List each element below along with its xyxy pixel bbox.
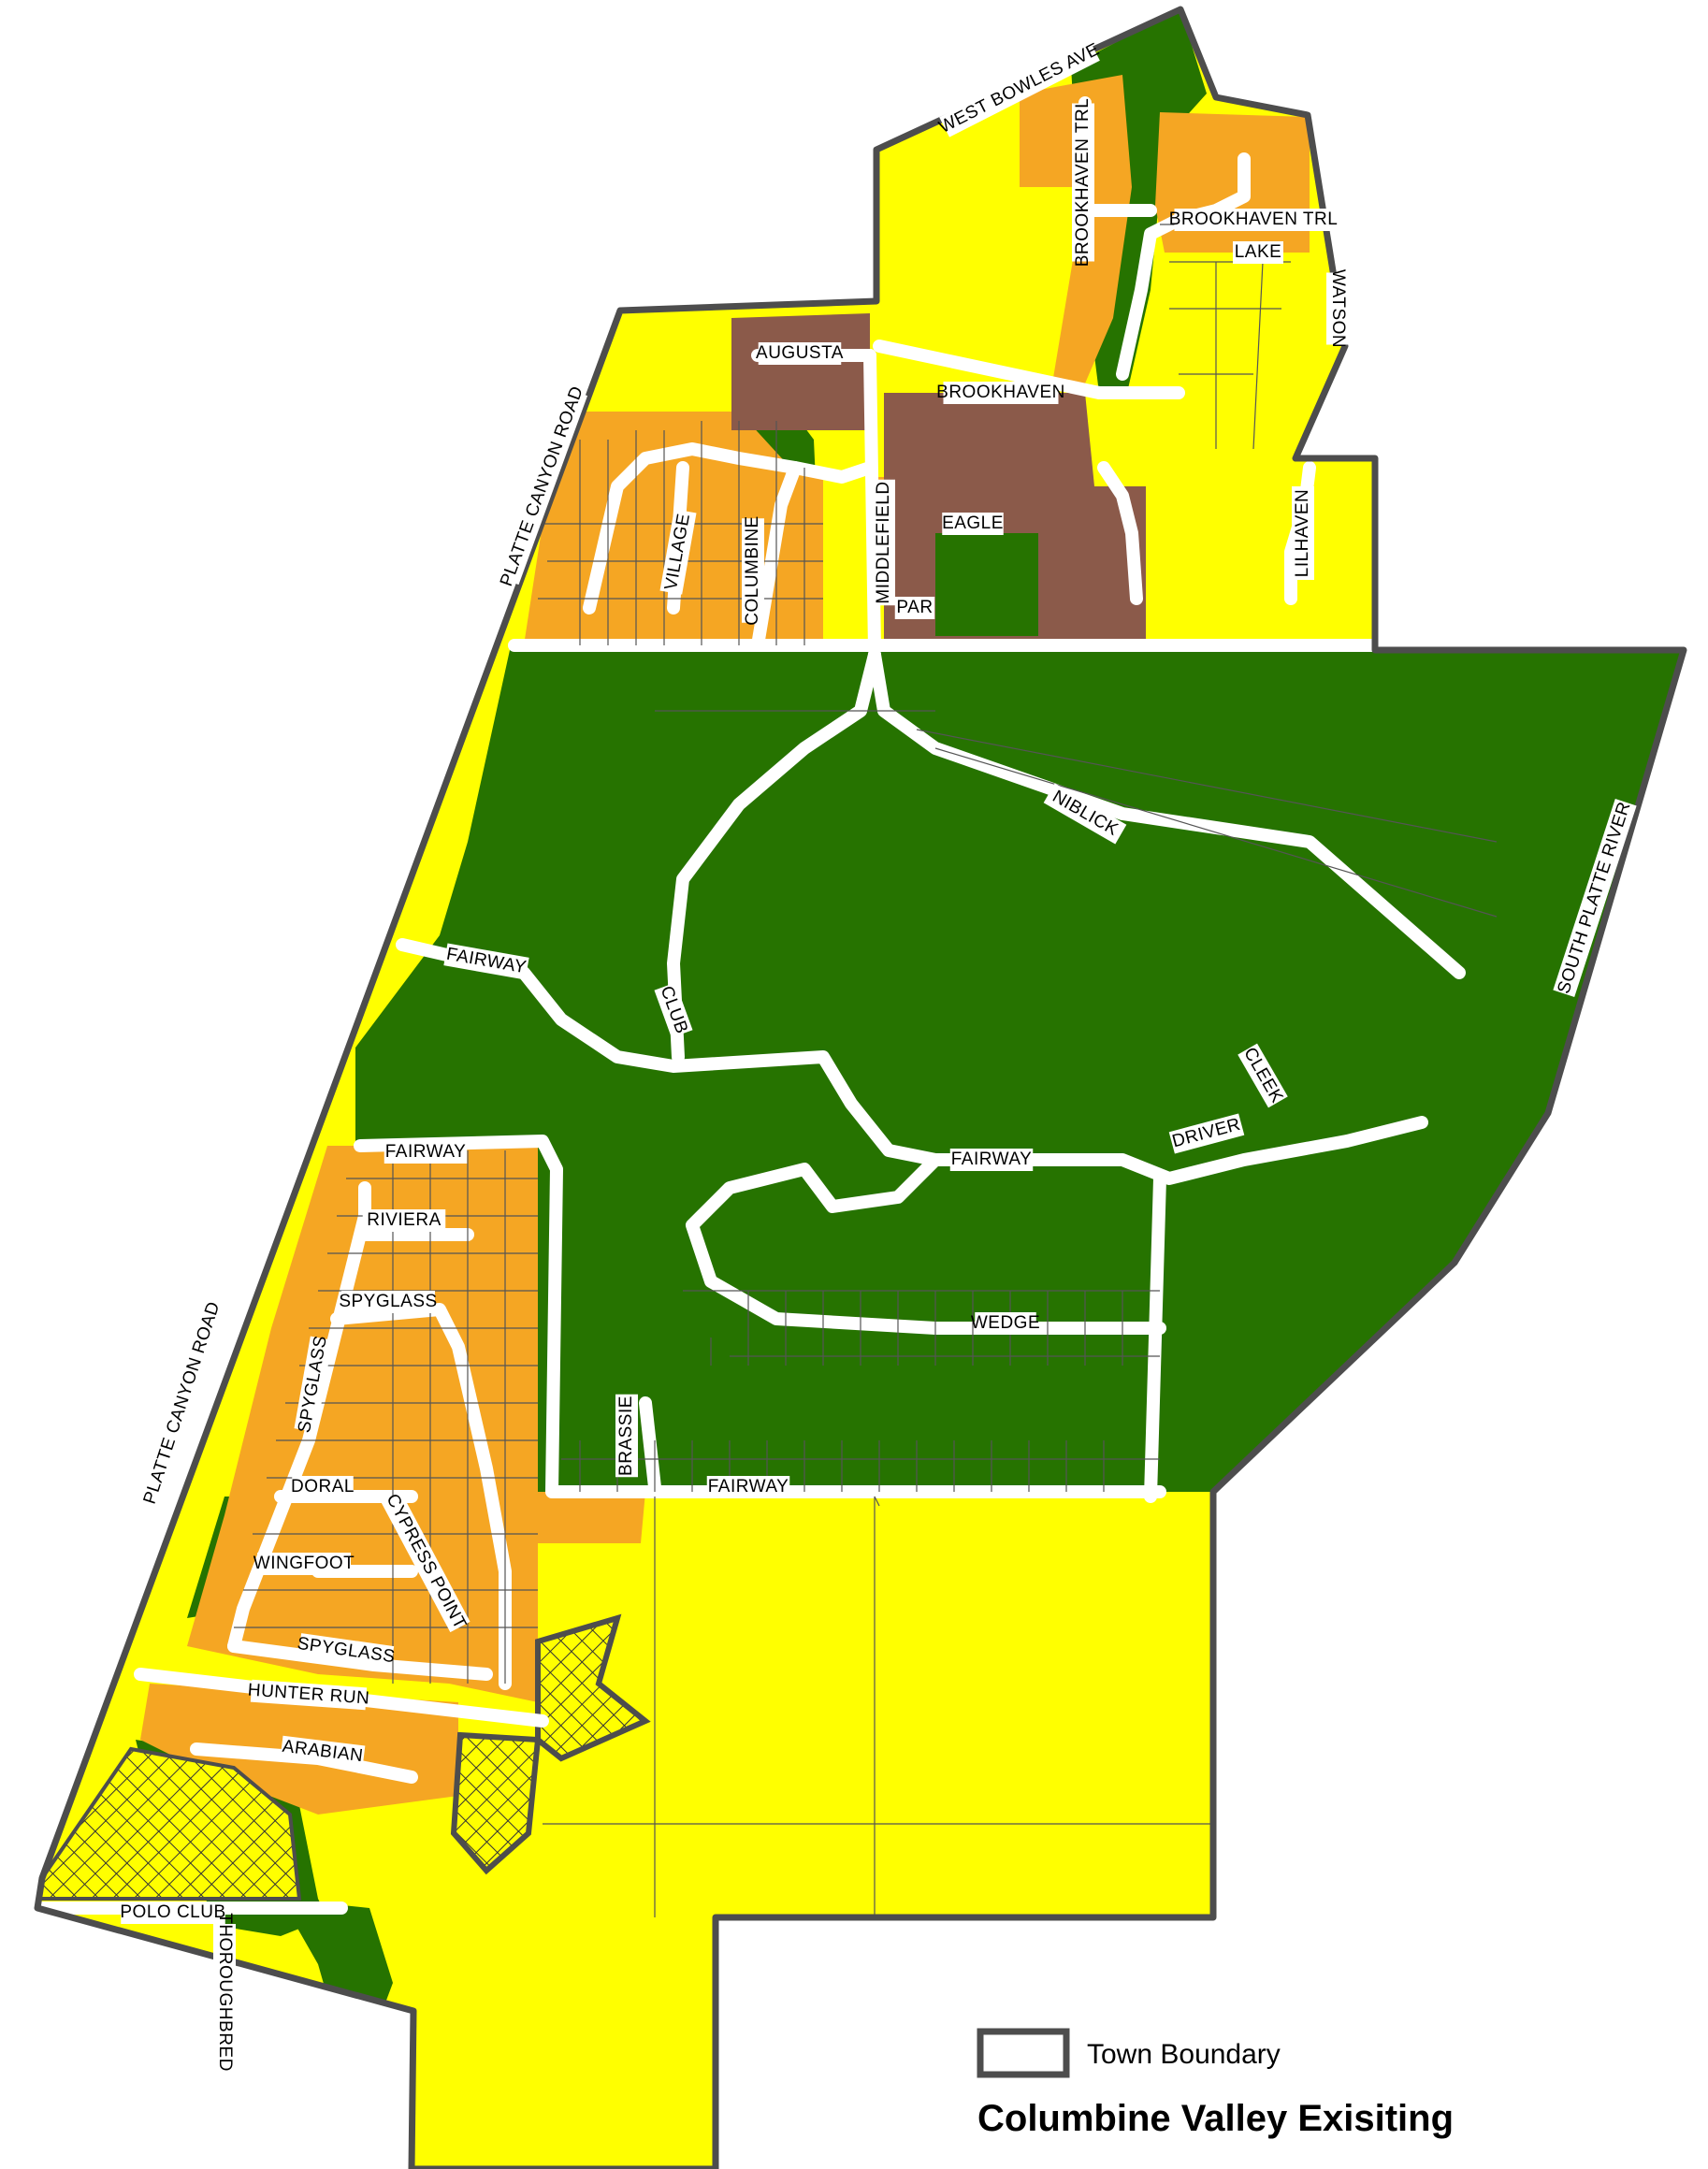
street-label-background (873, 479, 895, 606)
street-label-wingfoot: WINGFOOT (253, 1553, 355, 1575)
street-label-background (250, 1679, 368, 1711)
street-label-background (742, 518, 764, 623)
street-label-background (943, 382, 1059, 404)
street-label-background (1174, 209, 1333, 231)
street-label-text: FAIRWAY (385, 1142, 467, 1162)
street-label-background (140, 1304, 224, 1502)
street-label-text: EAGLE (942, 513, 1004, 533)
street-label-thoroughbred: THOROUGHBRED (213, 1913, 236, 2072)
street-label-text: LILHAVEN (1293, 489, 1312, 577)
street-label-text: BRASSIE (616, 1395, 636, 1476)
open-space-par (935, 533, 1038, 636)
hatched-area-center (450, 1731, 542, 1875)
street-label-brookhaven: BROOKHAVEN (936, 382, 1065, 404)
street-label-text: WINGFOOT (253, 1554, 355, 1573)
street-label-brookhaven-trl-1: BROOKHAVEN TRL (1072, 98, 1094, 268)
street-label-background (121, 1901, 225, 1924)
street-label-columbine: COLUMBINE (742, 515, 764, 626)
street-label-text: BROOKHAVEN TRL (1169, 210, 1339, 229)
street-label-wedge: WEDGE (971, 1312, 1040, 1335)
street-label-background (939, 40, 1100, 137)
street-label-text: PAR (896, 598, 933, 617)
street-label-text: AUGUSTA (756, 343, 844, 363)
street-label-background (659, 509, 697, 595)
street-label-augusta: AUGUSTA (756, 342, 844, 365)
residential-brookhaven-east (1155, 112, 1310, 253)
street-label-background (942, 513, 1004, 535)
street-label-background (1326, 272, 1349, 345)
street-label-background (654, 982, 693, 1038)
street-label-text: MIDDLEFIELD (874, 481, 893, 603)
town-boundary (34, 6, 1687, 2169)
street-label-background (706, 1476, 790, 1498)
street-label-text: THOROUGHBRED (215, 1913, 235, 2072)
street-label-text: LAKE (1235, 242, 1282, 262)
legend-town-boundary-label: Town Boundary (1087, 2039, 1281, 2070)
street-label-background (257, 1553, 351, 1575)
map-title: Columbine Valley Exisiting (977, 2098, 1454, 2139)
street-label-brookhaven-trl-2: BROOKHAVEN TRL (1169, 209, 1339, 231)
street-label-background (1238, 1043, 1288, 1108)
street-label-background (615, 1394, 638, 1478)
street-label-background (381, 1491, 470, 1633)
street-label-text: SPYGLASS (339, 1292, 437, 1311)
street-label-background (213, 1924, 236, 2061)
street-label-spyglass-1: SPYGLASS (339, 1291, 437, 1313)
street-label-fairway-4: FAIRWAY (706, 1476, 790, 1498)
street-label-background (280, 1735, 366, 1769)
street-label-middlefield: MIDDLEFIELD (873, 479, 895, 606)
street-label-doral: DORAL (291, 1476, 355, 1498)
street-label-eagle: EAGLE (942, 513, 1004, 535)
street-label-background (341, 1291, 435, 1313)
street-label-text: RIVIERA (367, 1210, 441, 1230)
hatched-area-east (535, 1613, 651, 1762)
street-label-text: POLO CLUB (120, 1902, 225, 1922)
street-label-text: WATSON (1328, 269, 1348, 348)
street-label-background (758, 342, 842, 365)
street-label-background (894, 597, 935, 619)
street-label-background (384, 1141, 468, 1164)
street-label-lilhaven: LILHAVEN (1292, 486, 1314, 580)
legend-town-boundary-swatch (977, 2028, 1070, 2078)
street-label-background (497, 387, 588, 586)
street-label-background (443, 943, 529, 980)
legend: Town Boundary (977, 2028, 1281, 2078)
street-label-background (294, 1336, 333, 1433)
street-label-fairway-3: FAIRWAY (384, 1141, 468, 1164)
residential-augusta (731, 313, 870, 430)
street-label-text: COLUMBINE (743, 515, 762, 625)
street-label-background (1072, 103, 1094, 262)
street-label-background (1043, 783, 1127, 845)
street-label-text: BROOKHAVEN TRL (1073, 98, 1093, 268)
street-label-background (292, 1476, 354, 1498)
street-label-polo-club: POLO CLUB (120, 1901, 225, 1924)
street-label-text: BROOKHAVEN (936, 383, 1065, 402)
street-label-text: FAIRWAY (951, 1150, 1033, 1169)
residential-brookhaven (1020, 75, 1132, 383)
street-label-background (362, 1209, 446, 1232)
street-label-background (949, 1149, 1034, 1171)
street-label-background (1233, 241, 1283, 264)
street-label-riviera: RIVIERA (362, 1209, 446, 1232)
street-label-background (1553, 799, 1637, 997)
street-label-text: WEDGE (971, 1313, 1040, 1333)
street-label-watson: WATSON (1326, 269, 1349, 348)
street-label-par: PAR (894, 597, 935, 619)
street-label-brassie: BRASSIE (615, 1394, 638, 1478)
street-label-lake: LAKE (1233, 241, 1283, 264)
street-label-background (297, 1633, 395, 1669)
residential-brassie-south (538, 1492, 645, 1543)
lot-lines (234, 224, 1498, 1917)
street-label-fairway-2: FAIRWAY (949, 1149, 1034, 1171)
street-label-background (975, 1312, 1036, 1335)
street-label-background (1168, 1113, 1245, 1154)
street-label-background (1292, 486, 1314, 580)
street-label-text: FAIRWAY (708, 1477, 789, 1497)
street-label-text: DORAL (291, 1477, 355, 1497)
